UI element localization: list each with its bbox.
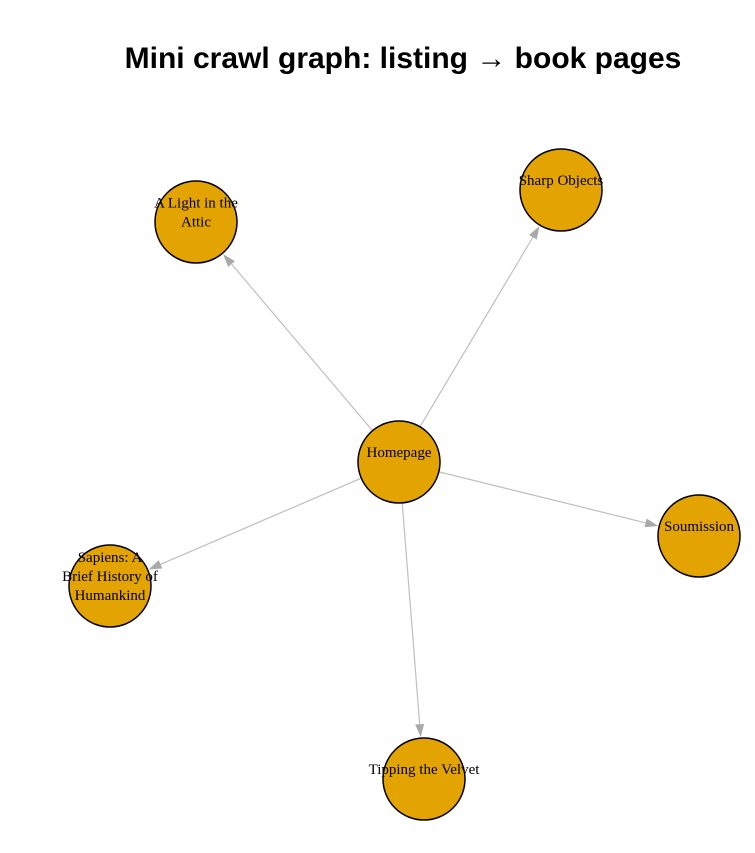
edge-homepage-to-soumission [398,461,646,524]
node-sharp-objects [519,148,603,232]
edge-arrowhead-soumission [644,518,659,528]
node-homepage [357,420,441,504]
node-tipping-the-velvet [382,737,466,821]
edge-arrowhead-sapiens-a-brief-history-of-humankind [148,560,163,570]
node-a-light-in-the-attic [154,180,238,264]
edge-homepage-to-sharp-objects [398,236,534,463]
node-soumission [657,494,741,578]
edge-homepage-to-sapiens-a-brief-history-of-humankind [160,461,400,565]
edge-homepage-to-tipping-the-velvet [398,461,421,725]
edge-arrowhead-sharp-objects [528,226,540,240]
node-sapiens-a-brief-history-of-humankind [68,544,152,628]
edge-homepage-to-a-light-in-the-attic [231,263,400,463]
chart-title: Mini crawl graph: listing → book pages [124,42,682,75]
edge-arrowhead-tipping-the-velvet [415,723,425,738]
edge-arrowhead-a-light-in-the-attic [223,254,235,267]
